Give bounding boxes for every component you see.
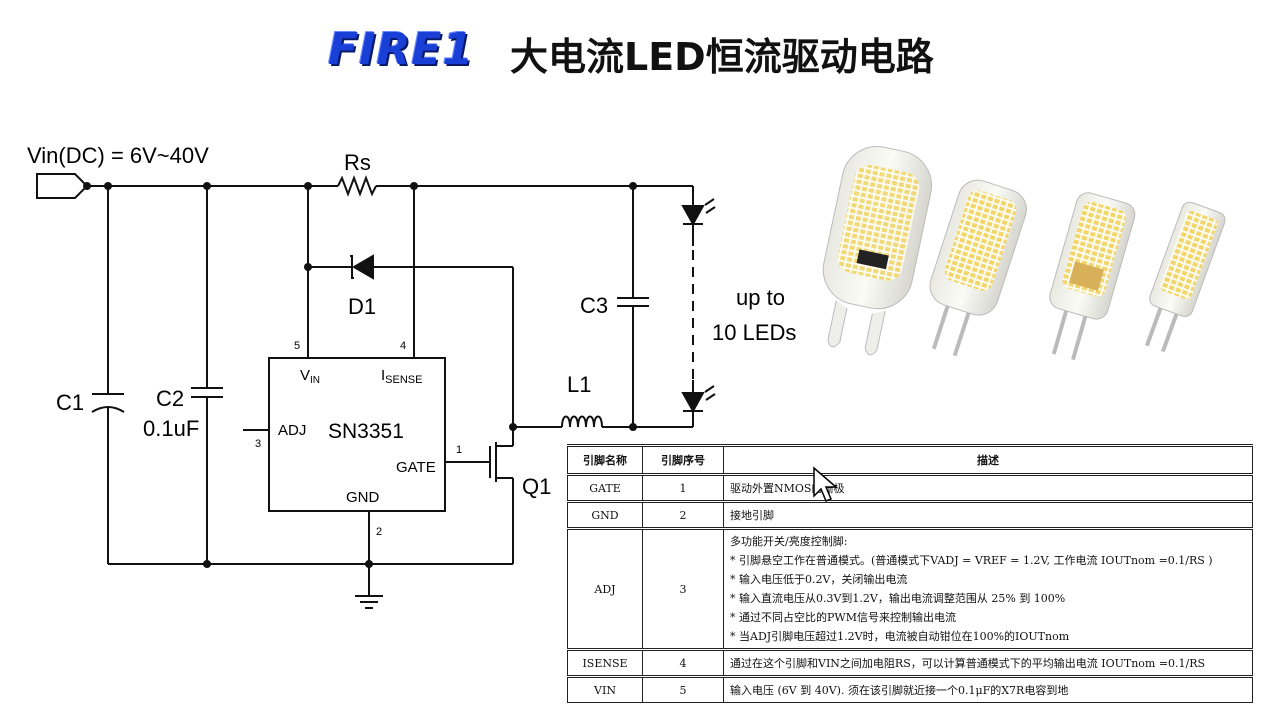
pin-num-adj: 3	[255, 438, 261, 450]
pin-gnd-label: GND	[346, 489, 380, 506]
c3-label: C3	[580, 293, 608, 318]
d1-label: D1	[348, 294, 376, 319]
d1-diode	[352, 254, 374, 280]
pin-desc-cell: 输入电压 (6V 到 40V). 须在该引脚就近接一个0.1μF的X7R电容到地	[723, 676, 1253, 703]
sn3351-ic	[268, 357, 446, 512]
column-header: 引脚序号	[642, 445, 724, 475]
table-row: GND 2 接地引脚	[567, 501, 1253, 529]
pin-name-cell: GND	[567, 501, 643, 529]
pin-number-cell: 5	[642, 676, 724, 703]
table-row: GATE 1 驱动外置NMOS的栅极	[567, 474, 1253, 502]
l1-inductor	[561, 415, 603, 428]
table-row: ISENSE 4 通过在这个引脚和VIN之间加电阻RS，可以计算普通模式下的平均…	[567, 649, 1253, 677]
pin-name-cell: VIN	[567, 676, 643, 703]
rs-resistor	[337, 175, 377, 197]
pin-desc-cell: 接地引脚	[723, 501, 1253, 529]
pin-name-cell: GATE	[567, 474, 643, 502]
pin-desc-cell: 驱动外置NMOS的栅极	[723, 474, 1253, 502]
led-bottom	[681, 392, 705, 414]
pin-desc-cell: 通过在这个引脚和VIN之间加电阻RS，可以计算普通模式下的平均输出电流 IOUT…	[723, 649, 1253, 677]
pin-num-gnd: 2	[376, 526, 382, 538]
page-title: 大电流LED恒流驱动电路	[510, 35, 934, 79]
column-header: 引脚名称	[567, 445, 643, 475]
pin-num-gate: 1	[456, 444, 462, 456]
table-row: VIN 5 输入电压 (6V 到 40V). 须在该引脚就近接一个0.1μF的X…	[567, 676, 1253, 703]
vin-terminal	[36, 173, 89, 199]
pin-adj-label: ADJ	[278, 422, 306, 439]
pin-name-cell: ADJ	[567, 528, 643, 650]
ic-name: SN3351	[328, 420, 404, 443]
table-header-row: 引脚名称 引脚序号 描述	[567, 445, 1253, 475]
pin-name-cell: ISENSE	[567, 649, 643, 677]
rs-label: Rs	[344, 150, 371, 175]
pin-number-cell: 1	[642, 474, 724, 502]
pin-vin-label: VIN	[300, 367, 320, 386]
c2-label: C2	[156, 386, 184, 411]
mouse-pointer-icon	[813, 466, 839, 502]
pin-number-cell: 3	[642, 528, 724, 650]
pin-gate-label: GATE	[396, 459, 436, 476]
led-top	[681, 205, 705, 227]
pin-number-cell: 2	[642, 501, 724, 529]
pin-desc-cell: 多功能开关/亮度控制脚: * 引脚悬空工作在普通模式。(普通模式下VADJ = …	[723, 528, 1253, 650]
vin-label: Vin(DC) = 6V~40V	[27, 143, 209, 168]
led-bulb-photos	[822, 146, 1226, 360]
q1-label: Q1	[522, 474, 551, 499]
table-row: ADJ 3 多功能开关/亮度控制脚: * 引脚悬空工作在普通模式。(普通模式下V…	[567, 528, 1253, 650]
leds-label-line1: up to	[736, 285, 785, 310]
pin-number-cell: 4	[642, 649, 724, 677]
l1-label: L1	[567, 372, 591, 397]
pin-isense-label: ISENSE	[381, 367, 422, 386]
column-header: 描述	[723, 445, 1253, 475]
pin-num-vin: 5	[294, 340, 300, 352]
pin-num-isense: 4	[400, 340, 406, 352]
c1-label: C1	[56, 390, 84, 415]
pin-description-table: 引脚名称 引脚序号 描述 GATE 1 驱动外置NMOS的栅极 GND 2 接地…	[567, 444, 1253, 703]
fire1-logo: FIRE1	[328, 24, 474, 75]
leds-label-line2: 10 LEDs	[712, 320, 796, 345]
c2-value: 0.1uF	[143, 416, 199, 441]
